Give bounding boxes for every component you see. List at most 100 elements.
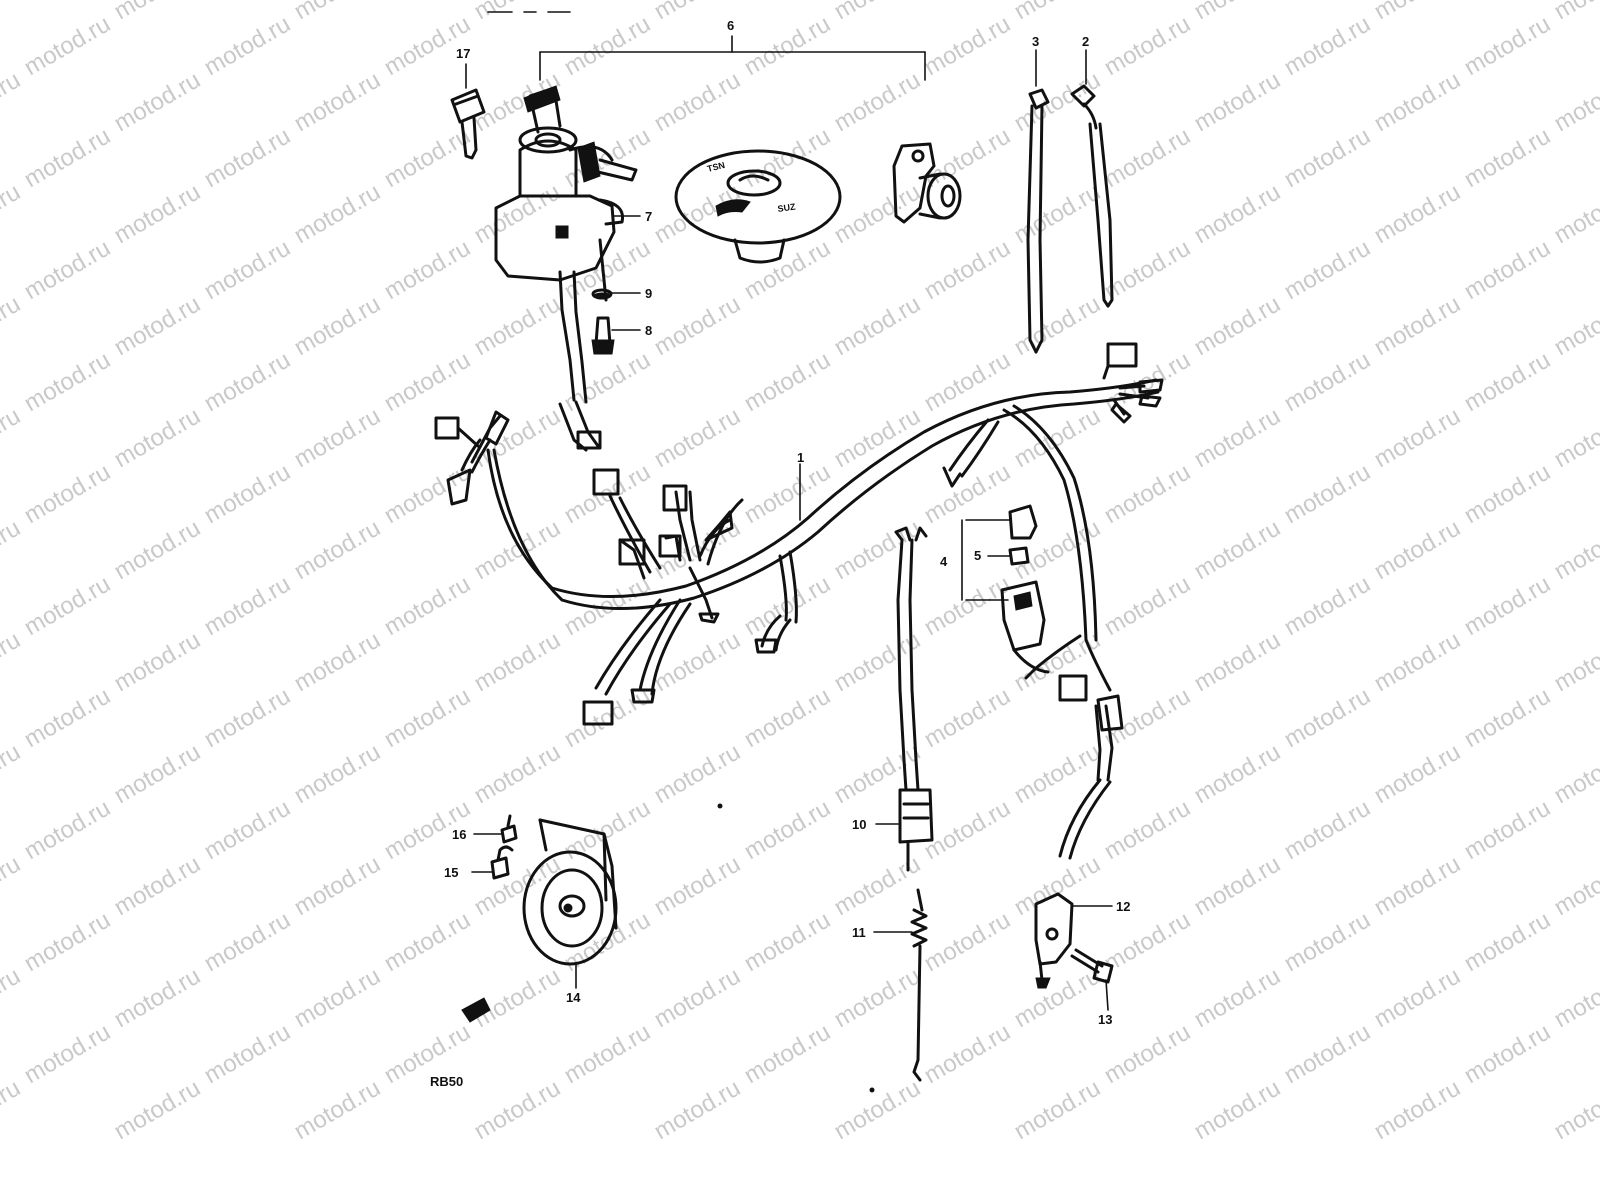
watermark-text: motod.ru bbox=[110, 290, 206, 361]
watermark-text: motod.ru bbox=[470, 178, 566, 249]
watermark-text: motod.ru bbox=[470, 626, 566, 697]
watermark-text: motod.ru bbox=[380, 234, 476, 305]
watermark-text: motod.ru bbox=[1460, 570, 1556, 641]
watermark-text: motod.ru bbox=[740, 682, 836, 753]
watermark-text: motod.ru bbox=[560, 570, 656, 641]
watermark-text: motod.ru bbox=[20, 1018, 116, 1089]
watermark-text: motod.ru bbox=[1100, 1018, 1196, 1089]
watermark-text: motod.ru bbox=[920, 234, 1016, 305]
watermark-text: motod.ru bbox=[110, 850, 206, 921]
watermark-text: motod.ru bbox=[290, 0, 386, 25]
part-label-10: 10 bbox=[852, 817, 866, 832]
watermark-text: motod.ru bbox=[560, 794, 656, 865]
watermark-text: motod.ru bbox=[1460, 458, 1556, 529]
watermark-text: motod.ru bbox=[1010, 1074, 1106, 1145]
watermark-text: motod.ru bbox=[740, 906, 836, 977]
watermark-text: motod.ru bbox=[1460, 122, 1556, 193]
watermark-text: motod.ru bbox=[290, 402, 386, 473]
watermark-text: motod.ru bbox=[650, 850, 746, 921]
watermark-text: motod.ru bbox=[1370, 402, 1466, 473]
horn-bolt-drawing bbox=[500, 814, 518, 844]
watermark-text: motod.ru bbox=[200, 1018, 296, 1089]
watermark-text: motod.ru bbox=[1280, 346, 1376, 417]
watermark-text: motod.ru bbox=[20, 906, 116, 977]
watermark-text: motod.ru bbox=[560, 10, 656, 81]
watermark-text: motod.ru bbox=[470, 850, 566, 921]
watermark-text: motod.ru bbox=[740, 1018, 836, 1089]
watermark-text: motod.ru bbox=[20, 570, 116, 641]
watermark-text: motod.ru bbox=[380, 570, 476, 641]
watermark-text: motod.ru bbox=[1190, 738, 1286, 809]
watermark-text: motod.ru bbox=[290, 1074, 386, 1145]
watermark-text: motod.ru bbox=[830, 1074, 926, 1145]
watermark-text: motod.ru bbox=[1550, 738, 1600, 809]
watermark-text: motod.ru bbox=[1370, 0, 1466, 25]
part-label-7: 7 bbox=[645, 209, 652, 224]
watermark-text: motod.ru bbox=[1550, 66, 1600, 137]
watermark-text: motod.ru bbox=[1190, 66, 1286, 137]
seat-lock-drawing bbox=[892, 142, 962, 224]
watermark-text: motod.ru bbox=[1100, 570, 1196, 641]
part-label-16: 16 bbox=[452, 827, 466, 842]
watermark-text: motod.ru bbox=[110, 514, 206, 585]
watermark-text: motod.ru bbox=[1280, 682, 1376, 753]
watermark-text: motod.ru bbox=[290, 514, 386, 585]
watermark-text: motod.ru bbox=[1280, 794, 1376, 865]
watermark-text: motod.ru bbox=[1550, 850, 1600, 921]
part-label-1: 1 bbox=[797, 450, 804, 465]
watermark-text: motod.ru bbox=[290, 66, 386, 137]
watermark-text: motod.ru bbox=[1190, 1074, 1286, 1145]
watermark-text: motod.ru bbox=[920, 10, 1016, 81]
watermark-text: motod.ru bbox=[0, 626, 25, 697]
watermark-text: motod.ru bbox=[920, 570, 1016, 641]
part-label-15: 15 bbox=[444, 865, 458, 880]
horn-drawing bbox=[522, 818, 618, 966]
watermark-text: motod.ru bbox=[110, 66, 206, 137]
part-label-2: 2 bbox=[1082, 34, 1089, 49]
svg-text:TSN: TSN bbox=[706, 160, 726, 174]
watermark-text: motod.ru bbox=[0, 66, 25, 137]
watermark-text: motod.ru bbox=[290, 962, 386, 1033]
watermark-text: motod.ru bbox=[1550, 290, 1600, 361]
watermark-text: motod.ru bbox=[1010, 738, 1106, 809]
watermark-text: motod.ru bbox=[740, 10, 836, 81]
watermark-text: motod.ru bbox=[1460, 906, 1556, 977]
watermark-text: motod.ru bbox=[200, 10, 296, 81]
watermark-text: motod.ru bbox=[1100, 458, 1196, 529]
part-label-13: 13 bbox=[1098, 1012, 1112, 1027]
watermark-text: motod.ru bbox=[1370, 514, 1466, 585]
watermark-text: motod.ru bbox=[20, 458, 116, 529]
watermark-text: motod.ru bbox=[1280, 458, 1376, 529]
watermark-text: motod.ru bbox=[740, 458, 836, 529]
watermark-text: motod.ru bbox=[1550, 962, 1600, 1033]
part-label-3: 3 bbox=[1032, 34, 1039, 49]
watermark-text: motod.ru bbox=[380, 906, 476, 977]
watermark-text: motod.ru bbox=[1190, 290, 1286, 361]
watermark-text: motod.ru bbox=[200, 346, 296, 417]
watermark-text: motod.ru bbox=[1100, 794, 1196, 865]
part-label-8: 8 bbox=[645, 323, 652, 338]
washer-drawing bbox=[591, 288, 613, 300]
watermark-text: motod.ru bbox=[1460, 682, 1556, 753]
watermark-text: motod.ru bbox=[1460, 794, 1556, 865]
part-label-17: 17 bbox=[456, 46, 470, 61]
rear-switch-drawing bbox=[1034, 694, 1124, 989]
cable-tie-2-drawing bbox=[1070, 84, 1114, 308]
watermark-text: motod.ru bbox=[1100, 122, 1196, 193]
watermark-text: motod.ru bbox=[470, 1074, 566, 1145]
watermark-text: motod.ru bbox=[1460, 346, 1556, 417]
callout-leaders bbox=[465, 49, 1113, 1011]
watermark-text: motod.ru bbox=[830, 66, 926, 137]
watermark-text: motod.ru bbox=[1100, 906, 1196, 977]
watermark-text: motod.ru bbox=[650, 66, 746, 137]
watermark-text: motod.ru bbox=[1550, 0, 1600, 25]
watermark-text: motod.ru bbox=[1190, 962, 1286, 1033]
watermark-text: motod.ru bbox=[1010, 0, 1106, 25]
relay-and-bracket-drawing bbox=[1000, 504, 1088, 702]
watermark-text: motod.ru bbox=[1370, 66, 1466, 137]
watermark-text: motod.ru bbox=[1190, 178, 1286, 249]
watermark-text: motod.ru bbox=[1370, 850, 1466, 921]
watermark-text: motod.ru bbox=[560, 122, 656, 193]
